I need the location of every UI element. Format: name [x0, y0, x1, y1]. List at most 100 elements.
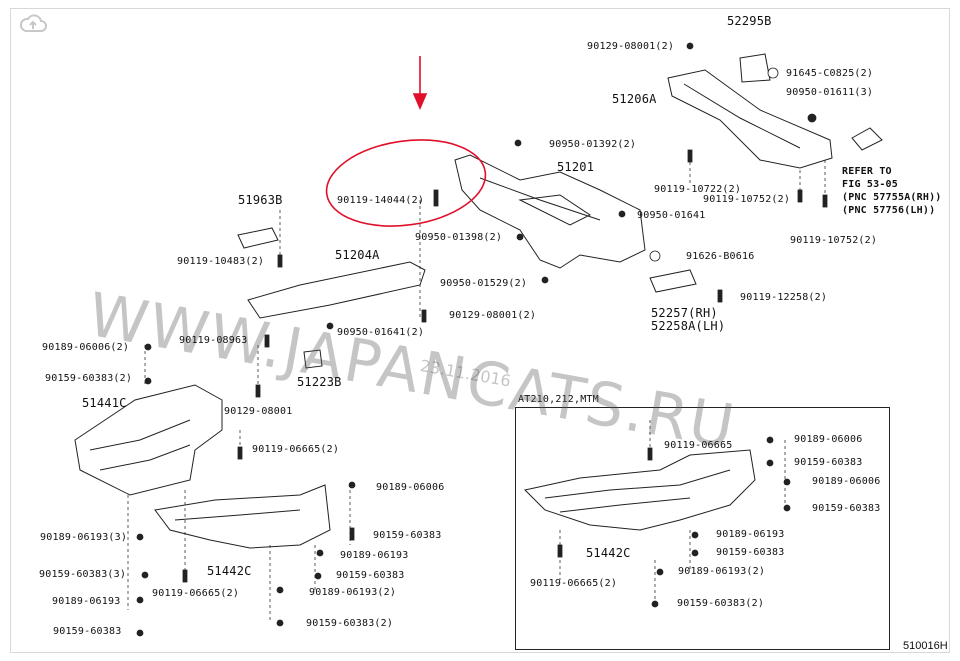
- inset-title: AT210,212,MTM: [518, 394, 599, 405]
- bolt-icon: [255, 384, 261, 398]
- nut-icon: [348, 481, 356, 489]
- nut-icon: [541, 276, 549, 284]
- part-label[interactable]: 90129-08001(2): [587, 41, 675, 52]
- part-label[interactable]: 51204A: [335, 248, 380, 262]
- part-label[interactable]: 90189-06006: [794, 434, 863, 445]
- part-label[interactable]: 52258A(LH): [651, 319, 726, 333]
- part-label[interactable]: 90119-06665(2): [252, 444, 340, 455]
- diagram-frame: [10, 8, 950, 653]
- part-label[interactable]: 90119-06665(2): [152, 588, 240, 599]
- part-label[interactable]: 90119-10752(2): [790, 235, 878, 246]
- cloud-upload-icon: [19, 14, 47, 32]
- inset-under-cover: [523, 449, 756, 531]
- part-label[interactable]: 90119-06665(2): [530, 578, 618, 589]
- part-label[interactable]: 90129-08001: [224, 406, 293, 417]
- part-label[interactable]: 51441C: [82, 396, 127, 410]
- part-label[interactable]: 51206A: [612, 92, 657, 106]
- part-label[interactable]: 90950-01392(2): [549, 139, 637, 150]
- refer-note-line: REFER TO: [842, 166, 892, 177]
- part-label[interactable]: 90950-01611(3): [786, 87, 874, 98]
- nut-icon: [766, 459, 774, 467]
- under-cover-51441c: [74, 384, 223, 496]
- part-label[interactable]: 90159-60383: [716, 547, 785, 558]
- part-label[interactable]: 90159-60383(2): [677, 598, 765, 609]
- part-label[interactable]: 90119-08963: [179, 335, 248, 346]
- nut-icon: [276, 586, 284, 594]
- part-label[interactable]: 90119-10722(2): [654, 184, 742, 195]
- part-label[interactable]: 90189-06006: [812, 476, 881, 487]
- nut-icon: [136, 533, 144, 541]
- part-label[interactable]: 90950-01641(2): [337, 327, 425, 338]
- part-label[interactable]: 51201: [557, 160, 595, 174]
- part-label[interactable]: 90950-01641: [637, 210, 706, 221]
- part-label[interactable]: 51223B: [297, 375, 342, 389]
- inset-box-at210: [515, 407, 890, 650]
- bracket-52295b: [739, 53, 771, 83]
- nut-icon: [516, 233, 524, 241]
- bolt-icon: [421, 309, 427, 323]
- refer-note-line: (PNC 57756(LH)): [842, 205, 936, 216]
- part-label[interactable]: 90119-12258(2): [740, 292, 828, 303]
- nut-icon: [783, 504, 791, 512]
- bolt-icon: [717, 289, 723, 303]
- part-label[interactable]: 90189-06193: [716, 529, 785, 540]
- part-label[interactable]: 90950-01398(2): [415, 232, 503, 243]
- bolt-icon: [277, 254, 283, 268]
- highlight-circle: [325, 139, 487, 227]
- nut-icon: [326, 322, 334, 330]
- part-label[interactable]: 90119-10483(2): [177, 256, 265, 267]
- bolt-icon: [647, 447, 653, 461]
- nut-icon: [276, 619, 284, 627]
- part-label[interactable]: 90119-06665: [664, 440, 733, 451]
- nut-icon: [618, 210, 626, 218]
- part-label[interactable]: 90159-60383: [53, 626, 122, 637]
- part-label[interactable]: 90189-06193(2): [678, 566, 766, 577]
- rear-crossmember-51206a: [667, 69, 833, 169]
- part-label[interactable]: 90129-08001(2): [449, 310, 537, 321]
- part-label[interactable]: 91626-B0616: [686, 251, 755, 262]
- part-label[interactable]: 90189-06006(2): [42, 342, 130, 353]
- nut-icon: [691, 531, 699, 539]
- part-label[interactable]: 90159-60383: [336, 570, 405, 581]
- nut-icon: [656, 568, 664, 576]
- part-label[interactable]: 90159-60383: [794, 457, 863, 468]
- bolt-icon: [349, 527, 355, 541]
- nut-icon: [136, 596, 144, 604]
- part-label[interactable]: 90119-14044(2): [337, 195, 425, 206]
- part-label[interactable]: 51442C: [586, 546, 631, 560]
- nut-icon: [691, 549, 699, 557]
- part-label[interactable]: 91645-C0825(2): [786, 68, 874, 79]
- part-label[interactable]: 90189-06193(3): [40, 532, 128, 543]
- part-label[interactable]: 90159-60383(2): [45, 373, 133, 384]
- part-label[interactable]: 90189-06193: [340, 550, 409, 561]
- part-label[interactable]: 90159-60383(3): [39, 569, 127, 580]
- bolt-icon: [237, 446, 243, 460]
- part-label[interactable]: 90159-60383: [812, 503, 881, 514]
- part-label[interactable]: 90119-10752(2): [703, 194, 791, 205]
- bracket-fig-53-05: [851, 127, 883, 151]
- nut-icon: [314, 572, 322, 580]
- part-label[interactable]: 90950-01529(2): [440, 278, 528, 289]
- nut-icon: [807, 113, 817, 123]
- bolt-icon: [182, 569, 188, 583]
- part-label[interactable]: 90159-60383(2): [306, 618, 394, 629]
- part-label[interactable]: 52295B: [727, 14, 772, 28]
- part-label[interactable]: 51963B: [238, 193, 283, 207]
- doc-code: 510016H: [903, 640, 948, 652]
- part-label[interactable]: 52257(RH): [651, 306, 718, 320]
- nut-icon: [144, 377, 152, 385]
- bolt-icon: [557, 544, 563, 558]
- nut-icon: [144, 343, 152, 351]
- bolt-icon: [822, 194, 828, 208]
- part-label[interactable]: 51442C: [207, 564, 252, 578]
- part-51223b: [303, 349, 323, 369]
- nut-icon: [651, 600, 659, 608]
- bolt-icon: [433, 189, 439, 207]
- part-label[interactable]: 90189-06006: [376, 482, 445, 493]
- part-label[interactable]: 90159-60383: [373, 530, 442, 541]
- part-label[interactable]: 90189-06193(2): [309, 587, 397, 598]
- under-cover-51442c: [154, 484, 331, 549]
- part-label[interactable]: 90189-06193: [52, 596, 121, 607]
